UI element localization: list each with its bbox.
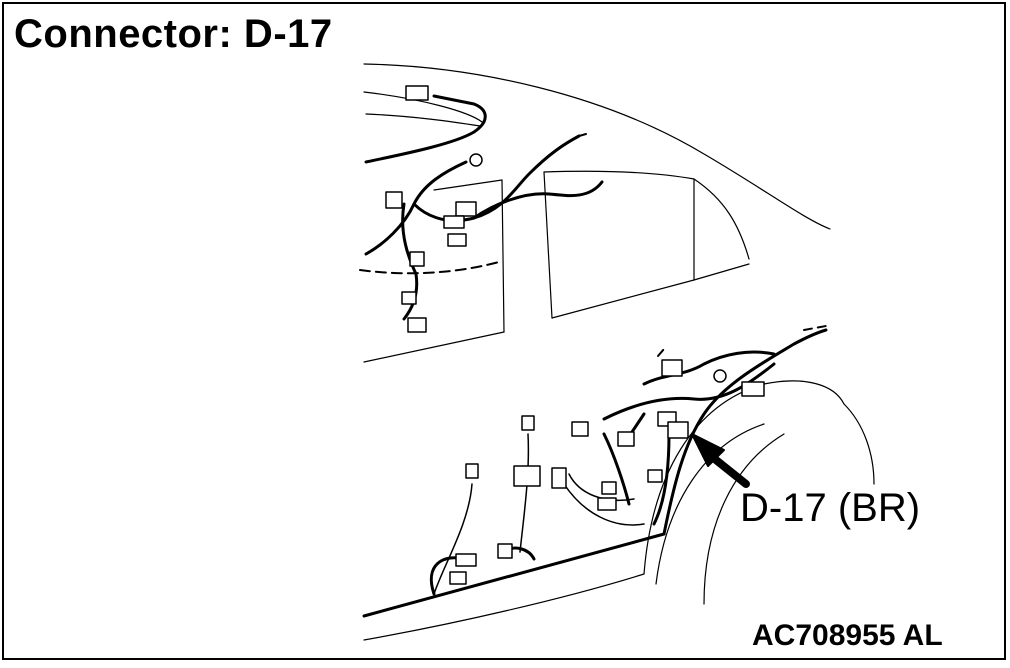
connector-icon — [455, 201, 477, 217]
vehicle-wiring-illustration — [359, 63, 875, 641]
ground-terminal-icon — [713, 369, 727, 383]
connector-icon — [617, 431, 635, 447]
lower-thin-wires — [433, 433, 645, 595]
lower-body-outline — [363, 380, 875, 641]
connector-icon — [601, 481, 617, 495]
connector-icon — [443, 215, 465, 229]
connector-icon — [447, 233, 467, 247]
connector-icon — [661, 359, 683, 377]
connector-icon — [465, 463, 479, 479]
lower-wiring-harness — [362, 328, 828, 618]
figure-frame — [2, 2, 1006, 660]
connector-icon — [551, 467, 567, 489]
connector-d17-icon — [667, 421, 689, 439]
connector-icon — [455, 553, 477, 567]
upper-connectors — [385, 85, 483, 333]
connector-icon — [571, 421, 589, 437]
connector-icon — [597, 497, 617, 511]
connector-icon — [401, 291, 417, 305]
connector-icon — [385, 191, 403, 209]
upper-dashed-harness — [359, 133, 587, 275]
connector-icon — [409, 251, 425, 267]
connector-icon — [449, 571, 467, 585]
connector-icon — [405, 85, 429, 101]
ground-terminal-icon — [469, 153, 483, 167]
figure-code: AC708955 AL — [752, 619, 943, 652]
lower-dashed-harness — [657, 325, 827, 357]
connector-icon — [521, 415, 535, 431]
connector-icon — [407, 317, 427, 333]
callout-arrow-icon — [691, 433, 750, 488]
connector-callout-label: D-17 (BR) — [740, 486, 921, 530]
connector-icon — [647, 469, 663, 483]
diagram-title: Connector: D-17 — [14, 10, 339, 58]
lower-connectors — [449, 359, 765, 585]
connector-icon — [497, 543, 513, 559]
upper-body-outline — [363, 63, 831, 363]
connector-icon — [513, 465, 541, 487]
connector-icon — [741, 381, 765, 397]
